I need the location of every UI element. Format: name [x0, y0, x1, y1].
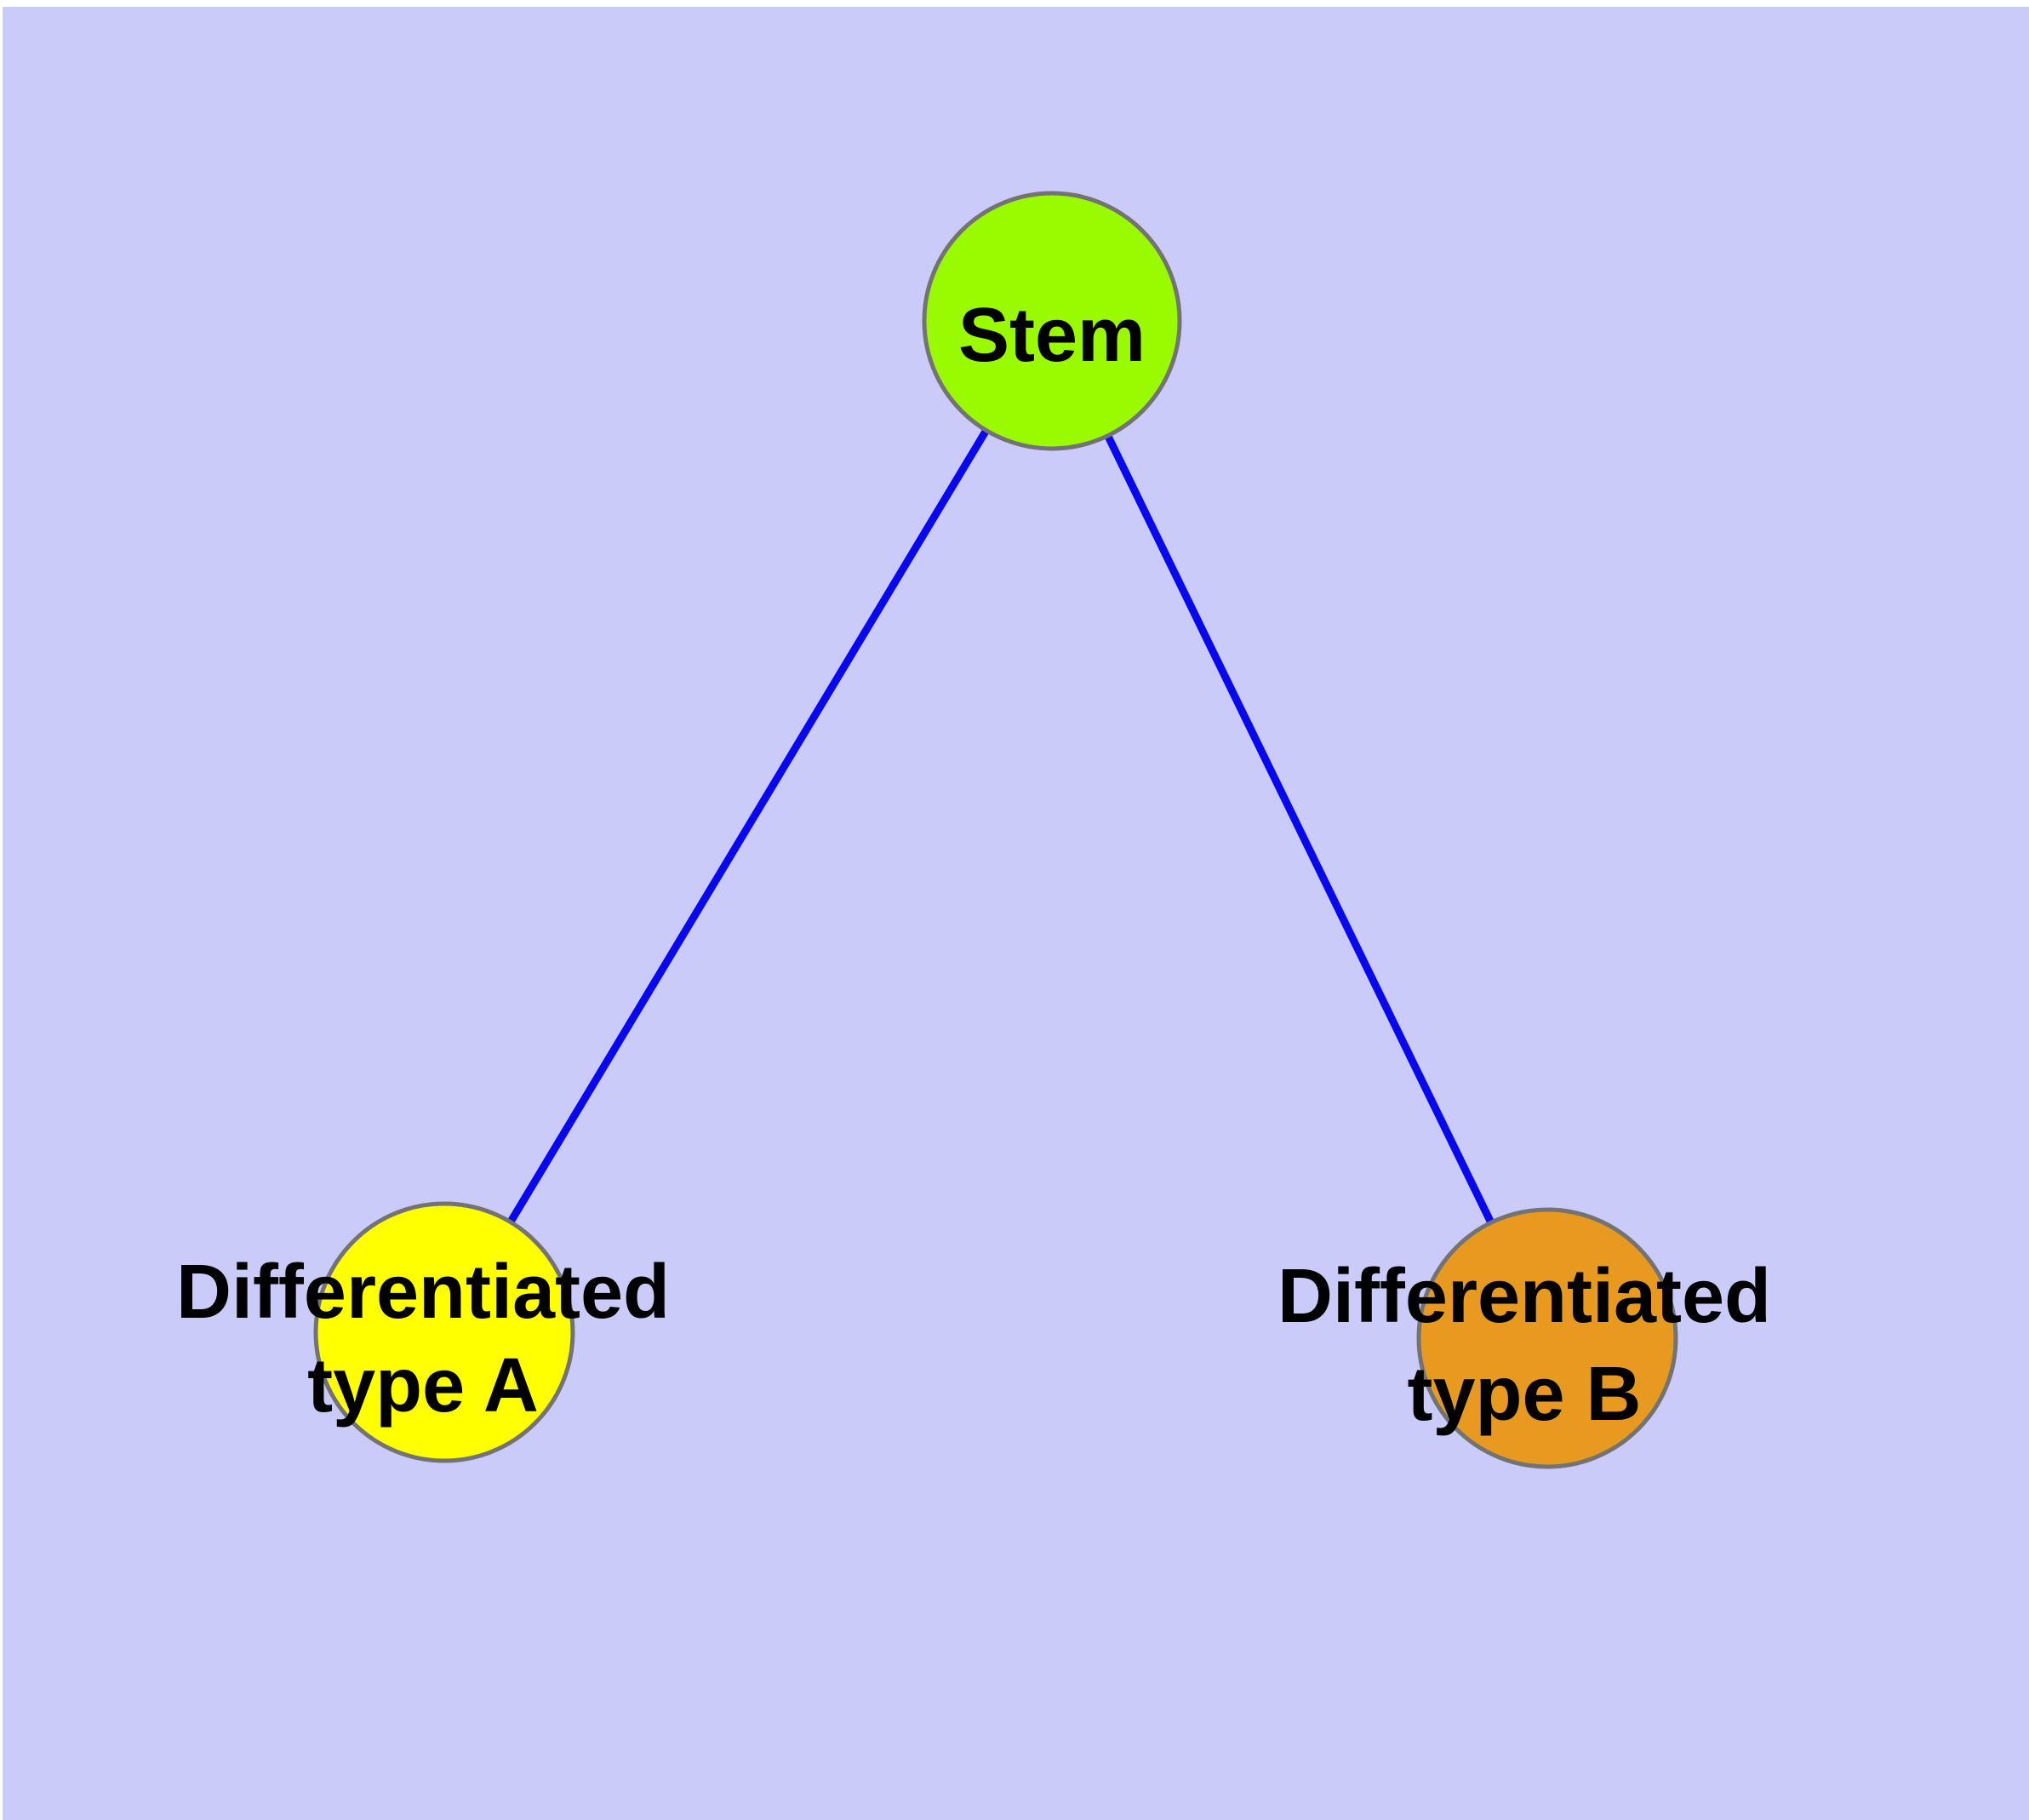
- node-type-a-label-line-2: type A: [307, 1343, 539, 1428]
- node-type-b-label-line-1: Differentiated: [1277, 1254, 1771, 1339]
- edge-stem-to-type-a: [440, 317, 1056, 1336]
- node-type-a-label-line-1: Differentiated: [176, 1250, 670, 1335]
- edge-stem-to-type-b: [1048, 317, 1552, 1342]
- node-differentiated-type-b: [1416, 1207, 1678, 1469]
- node-type-b-label-line-2: type B: [1407, 1352, 1641, 1437]
- node-stem: [922, 191, 1182, 451]
- node-stem-label: Stem: [958, 293, 1146, 378]
- node-differentiated-type-a: [313, 1201, 575, 1463]
